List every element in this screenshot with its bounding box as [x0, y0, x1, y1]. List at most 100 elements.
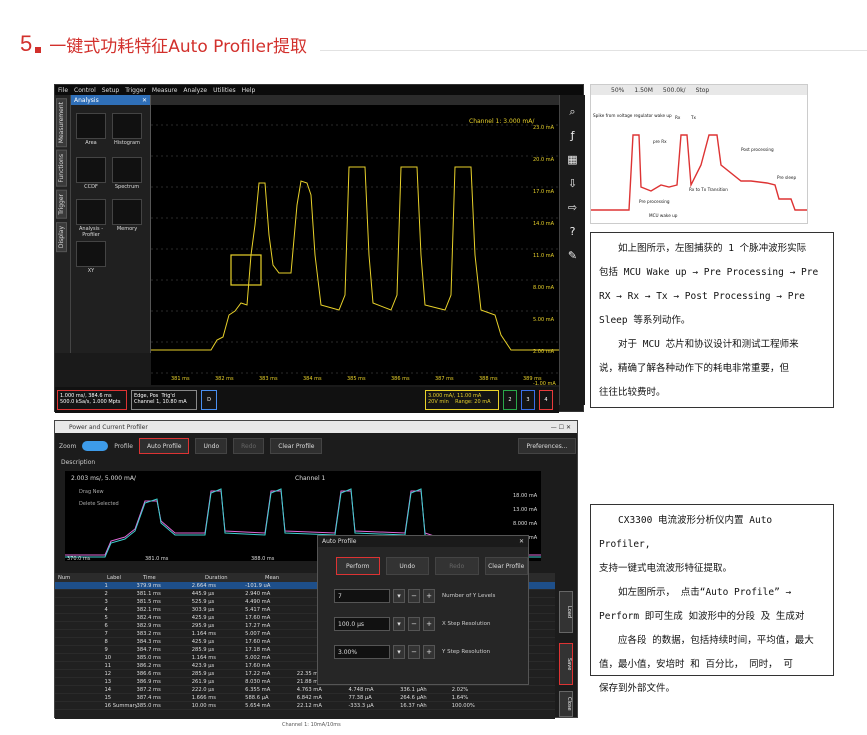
dropdown-icon[interactable]: ▾ — [393, 589, 405, 603]
menu-item[interactable]: Help — [241, 86, 256, 94]
left-tab[interactable]: Measurement — [56, 98, 67, 148]
dropdown-icon[interactable]: ▾ — [393, 617, 405, 631]
capture-annotation: Rx to Tx Transition — [689, 187, 728, 192]
y-tick-label: 20.0 mA — [533, 157, 555, 163]
dialog-input[interactable]: 7 — [334, 589, 390, 603]
wrench-icon[interactable]: ✎ — [567, 249, 578, 262]
channel2-chip[interactable]: 2 — [503, 390, 517, 410]
table-cell: 382.9 ms — [136, 622, 161, 629]
menu-item[interactable]: Control — [74, 86, 96, 94]
table-cell: 77.38 µA — [348, 694, 372, 701]
auto-profile-button[interactable]: Auto Profile — [138, 438, 190, 454]
decrement-button[interactable]: − — [408, 589, 420, 603]
menu-item[interactable]: Setup — [101, 86, 120, 94]
analysis-tile[interactable]: Memory — [111, 199, 143, 235]
tile-icon — [76, 241, 106, 267]
increment-button[interactable]: + — [423, 617, 435, 631]
dialog-input[interactable]: 100.0 µs — [334, 617, 390, 631]
analysis-title: Analysis — [74, 96, 99, 104]
trigger-chip[interactable]: Edge, Pos Trig'd Channel 1, 10.80 mA — [131, 390, 197, 410]
help-icon[interactable]: ? — [569, 225, 576, 238]
increment-button[interactable]: + — [423, 589, 435, 603]
analysis-tile[interactable]: Histogram — [111, 113, 143, 149]
undo-button[interactable]: Undo — [195, 438, 228, 454]
menu-item[interactable]: Trigger — [125, 86, 146, 94]
menu-item[interactable]: Analyze — [183, 86, 208, 94]
column-header[interactable]: Mean — [265, 574, 280, 581]
increment-button[interactable]: + — [423, 645, 435, 659]
clear-profile-button[interactable]: Clear Profile — [270, 438, 323, 454]
column-header[interactable]: Time — [143, 574, 156, 581]
tile-icon — [112, 157, 142, 183]
channel4-chip[interactable]: 4 — [539, 390, 553, 410]
table-cell: 445.9 µs — [191, 590, 215, 597]
channel1-chip[interactable]: 3.000 mA/, 11.00 mA 20V min Range: 20 mA — [425, 390, 499, 410]
save-icon[interactable]: ⇩ — [567, 177, 578, 190]
left-tab[interactable]: Functions — [56, 150, 67, 187]
analysis-tile[interactable]: Area — [75, 113, 107, 149]
menu-item[interactable]: Measure — [151, 86, 178, 94]
analysis-tile[interactable]: CCDF — [75, 157, 107, 193]
close-icon[interactable]: ✕ — [141, 96, 147, 104]
channel3-chip[interactable]: 3 — [521, 390, 535, 410]
menu-item[interactable]: File — [58, 86, 69, 94]
preferences-button[interactable]: Preferences... — [518, 438, 576, 454]
perform-button[interactable]: Perform — [336, 557, 380, 575]
zoom-icon[interactable]: ⌕ — [569, 105, 576, 118]
function-icon[interactable]: ƒ — [570, 129, 575, 142]
x-tick-label: 386 ms — [391, 376, 410, 382]
column-header[interactable]: Label — [107, 574, 121, 581]
capture-waveform — [591, 134, 807, 211]
redo-button[interactable]: Redo — [233, 438, 265, 454]
decrement-button[interactable]: − — [408, 645, 420, 659]
left-tab[interactable]: Trigger — [56, 189, 67, 219]
table-cell: 7 — [104, 630, 108, 637]
tile-icon — [112, 199, 142, 225]
menu-item[interactable]: Utilities — [213, 86, 236, 94]
export-icon[interactable]: ⇨ — [567, 201, 578, 214]
dialog-undo-button[interactable]: Undo — [385, 557, 429, 575]
y-tick-label: -1.00 mA — [533, 381, 556, 385]
digital-chip[interactable]: D — [201, 390, 217, 410]
dropdown-icon[interactable]: ▾ — [393, 645, 405, 659]
table-cell: 17.22 mA — [245, 670, 271, 677]
tile-label: XY — [87, 268, 95, 274]
delete-selected-label[interactable]: Delete Selected — [79, 501, 119, 507]
decrement-button[interactable]: − — [408, 617, 420, 631]
column-header[interactable]: Num — [58, 574, 71, 581]
table-cell: 386.9 ms — [136, 678, 161, 685]
dialog-input[interactable]: 3.00% — [334, 645, 390, 659]
drag-new-label[interactable]: Drag New — [79, 489, 104, 495]
close-icon[interactable]: ✕ — [518, 538, 524, 545]
column-header[interactable]: Duration — [205, 574, 228, 581]
window-controls[interactable]: — ☐ ✕ — [550, 423, 571, 431]
dialog-redo-button[interactable]: Redo — [435, 557, 479, 575]
load-button[interactable]: Load — [559, 591, 573, 633]
analysis-tile[interactable]: Spectrum — [111, 157, 143, 193]
timebase-chip[interactable]: 1.000 ms/, 384.6 ms 500.0 kSa/s, 1.000 M… — [57, 390, 127, 410]
dialog-clear-button[interactable]: Clear Profile — [484, 557, 528, 575]
left-tab[interactable]: Display — [56, 221, 67, 252]
analysis-tile[interactable]: Analysis - Profiler — [75, 199, 107, 238]
layout-icon[interactable]: ▦ — [567, 153, 578, 166]
zoom-profile-toggle[interactable] — [82, 441, 109, 451]
save-button[interactable]: Save — [559, 643, 573, 685]
note-line: CX3300 电流波形分析仪内置 Auto Profiler, — [599, 515, 773, 550]
analysis-tile[interactable]: XY — [75, 241, 107, 277]
close-button[interactable]: Close — [559, 691, 573, 717]
